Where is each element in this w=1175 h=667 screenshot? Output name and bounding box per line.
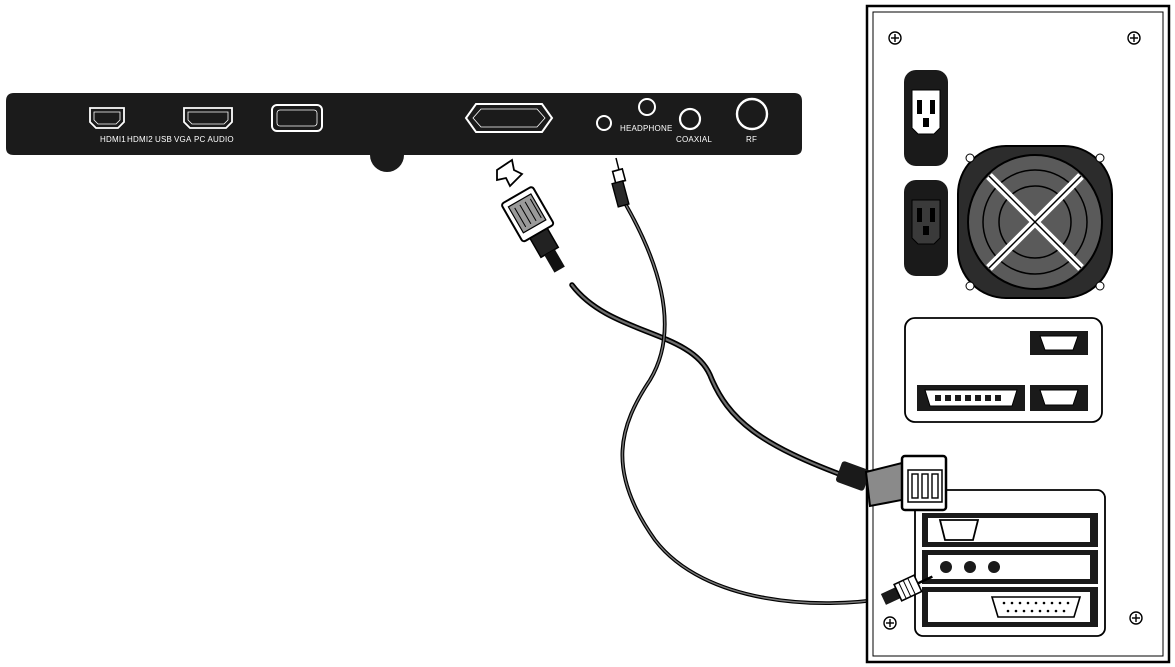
cables (569, 203, 890, 605)
screw-icon (888, 31, 902, 45)
hdmi2-port-icon (183, 107, 233, 129)
vga-cable (569, 282, 853, 481)
vga-plug-pc-icon (835, 454, 948, 512)
screw-icon (1129, 611, 1143, 625)
vga-port-icon (464, 103, 554, 133)
expansion-area (914, 489, 1106, 637)
fan-icon (957, 145, 1113, 299)
tv-rear-panel: HDMI1 HDMI2 USB VGA PC AUDIO HEADPHONE C… (6, 93, 802, 172)
power-socket-icon (904, 180, 948, 276)
rf-label: RF (746, 135, 757, 144)
power-socket-icon (904, 70, 948, 166)
hdmi2-label: HDMI2 (127, 135, 153, 144)
audio-plug-tv-icon (611, 157, 630, 208)
coaxial-port-icon (678, 107, 702, 131)
hdmi1-label: HDMI1 (100, 135, 126, 144)
audio-plug-pc-icon (880, 574, 933, 605)
screw-icon (1127, 31, 1141, 45)
vga-plug-tv-icon (501, 186, 565, 273)
headphone-label: HEADPHONE (620, 124, 672, 133)
audio-jack-pc-icon (964, 561, 976, 573)
usb-label: USB (155, 135, 172, 144)
audio-jack-pc-icon (988, 561, 1000, 573)
vga-port-pc-icon (938, 519, 980, 541)
vga-label: VGA (174, 135, 192, 144)
insert-arrow-icon (496, 158, 524, 188)
computer-tower (865, 4, 1171, 664)
coaxial-label: COAXIAL (676, 135, 712, 144)
rf-port-icon (735, 97, 769, 131)
io-panel (904, 317, 1103, 423)
usb-port-icon (271, 104, 323, 132)
headphone-jack-icon (638, 98, 656, 116)
audio-jack-pc-icon (940, 561, 952, 573)
pc-audio-label: PC AUDIO (194, 135, 234, 144)
audio-cable (620, 203, 890, 605)
hdmi1-port-icon (89, 107, 125, 129)
screw-icon (883, 616, 897, 630)
pc-audio-jack-icon (596, 115, 612, 131)
